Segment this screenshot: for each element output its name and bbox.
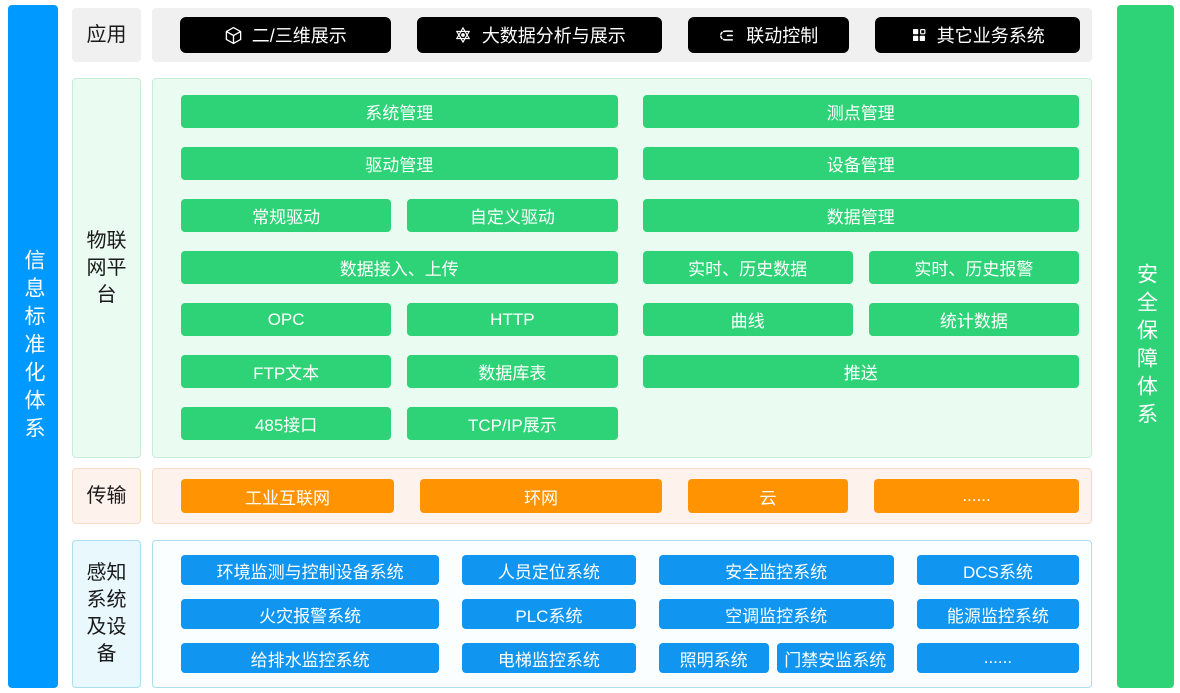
transport-band-container: 工业互联网 环网 云 ...... [152,468,1092,524]
perception-button-security-monitor[interactable]: 安全监控系统 [658,555,894,585]
iot-row: 数据接入、上传 [181,251,618,284]
iot-button-485-port[interactable]: 485接口 [181,407,392,440]
perception-row: 火灾报警系统 PLC系统 空调监控系统 能源监控系统 [181,599,1079,629]
perception-button-access-control[interactable]: 门禁安监系统 [776,643,894,673]
perception-button-fire-alarm[interactable]: 火灾报警系统 [181,599,440,629]
apps-icon [910,26,928,44]
info-standardization-bar: 信息标准化体系 [8,5,58,688]
iot-row: OPC HTTP [181,303,618,336]
app-button-2d3d-display[interactable]: 二/三维展示 [180,17,391,53]
iot-row: 设备管理 [642,147,1079,180]
iot-band-container: 系统管理 驱动管理 常规驱动 自定义驱动 数据接入、上传 OPC HTTP FT… [152,78,1092,458]
iot-button-database-table[interactable]: 数据库表 [407,355,618,388]
iot-row: 485接口 TCP/IP展示 [181,407,618,440]
transport-button-ring-network[interactable]: 环网 [420,479,662,513]
perception-band-label: 感知系统及设备 [72,540,141,688]
cube-icon [224,26,243,45]
app-button-bigdata-analysis[interactable]: 大数据分析与展示 [416,17,663,53]
iot-button-data-access-upload[interactable]: 数据接入、上传 [181,251,618,284]
iot-band-label: 物联网平台 [72,78,141,458]
perception-button-elevator-monitor[interactable]: 电梯监控系统 [462,643,636,673]
iot-button-realtime-history-alarm[interactable]: 实时、历史报警 [868,251,1079,284]
iot-row: 系统管理 [181,95,618,128]
perception-button-water-drainage-monitor[interactable]: 给排水监控系统 [181,643,440,673]
perception-button-dcs[interactable]: DCS系统 [916,555,1079,585]
iot-button-push[interactable]: 推送 [642,355,1079,388]
iot-row: 常规驱动 自定义驱动 [181,199,618,232]
app-button-label: 其它业务系统 [936,26,1045,46]
iot-left-column: 系统管理 驱动管理 常规驱动 自定义驱动 数据接入、上传 OPC HTTP FT… [181,95,618,441]
transport-button-ellipsis[interactable]: ...... [874,479,1079,513]
iot-button-ftp-text[interactable]: FTP文本 [181,355,392,388]
perception-button-env-monitor-control[interactable]: 环境监测与控制设备系统 [181,555,440,585]
security-assurance-label: 安全保障体系 [1134,262,1158,431]
iot-button-custom-driver[interactable]: 自定义驱动 [407,199,618,232]
security-assurance-bar: 安全保障体系 [1117,5,1174,688]
iot-button-standard-driver[interactable]: 常规驱动 [181,199,392,232]
app-button-label: 大数据分析与展示 [481,26,626,46]
perception-button-personnel-location[interactable]: 人员定位系统 [462,555,636,585]
app-band-container: 二/三维展示 大数据分析与展示 联动控制 其它业务系统 [152,8,1092,62]
iot-row: 推送 [642,355,1079,388]
perception-row: 给排水监控系统 电梯监控系统 照明系统 门禁安监系统 ...... [181,643,1079,673]
iot-row: 曲线 统计数据 [642,303,1079,336]
analytics-icon [453,25,473,45]
iot-button-statistics[interactable]: 统计数据 [868,303,1079,336]
iot-button-driver-mgmt[interactable]: 驱动管理 [181,147,618,180]
perception-button-hvac-monitor[interactable]: 空调监控系统 [658,599,894,629]
iot-right-column: 测点管理 设备管理 数据管理 实时、历史数据 实时、历史报警 曲线 统计数据 推… [642,95,1079,441]
perception-button-plc[interactable]: PLC系统 [462,599,636,629]
perception-button-energy-monitor[interactable]: 能源监控系统 [916,599,1079,629]
iot-button-http[interactable]: HTTP [407,303,618,336]
iot-row: 实时、历史数据 实时、历史报警 [642,251,1079,284]
iot-row: FTP文本 数据库表 [181,355,618,388]
app-button-label: 联动控制 [746,26,819,46]
perception-row: 环境监测与控制设备系统 人员定位系统 安全监控系统 DCS系统 [181,555,1079,585]
transport-band-label: 传输 [72,468,141,524]
iot-button-device-mgmt[interactable]: 设备管理 [642,147,1079,180]
iot-button-data-mgmt[interactable]: 数据管理 [642,199,1079,232]
iot-row: 测点管理 [642,95,1079,128]
iot-row: 数据管理 [642,199,1079,232]
perception-band-container: 环境监测与控制设备系统 人员定位系统 安全监控系统 DCS系统 火灾报警系统 P… [152,540,1092,688]
iot-button-point-mgmt[interactable]: 测点管理 [642,95,1079,128]
app-button-label: 二/三维展示 [251,26,347,46]
perception-button-lighting[interactable]: 照明系统 [658,643,769,673]
iot-button-realtime-history-data[interactable]: 实时、历史数据 [642,251,853,284]
transport-button-cloud[interactable]: 云 [688,479,848,513]
iot-button-curves[interactable]: 曲线 [642,303,853,336]
linkage-icon [718,26,737,45]
transport-button-industrial-internet[interactable]: 工业互联网 [181,479,394,513]
app-button-linkage-control[interactable]: 联动控制 [688,17,849,53]
iot-row: 驱动管理 [181,147,618,180]
app-band-label: 应用 [72,8,141,62]
perception-pair-cell: 照明系统 门禁安监系统 [658,643,894,673]
info-standardization-label: 信息标准化体系 [22,248,45,445]
app-button-other-systems[interactable]: 其它业务系统 [874,17,1080,53]
iot-button-tcpip-display[interactable]: TCP/IP展示 [407,407,618,440]
iot-button-system-mgmt[interactable]: 系统管理 [181,95,618,128]
iot-button-opc[interactable]: OPC [181,303,392,336]
perception-button-ellipsis[interactable]: ...... [916,643,1079,673]
